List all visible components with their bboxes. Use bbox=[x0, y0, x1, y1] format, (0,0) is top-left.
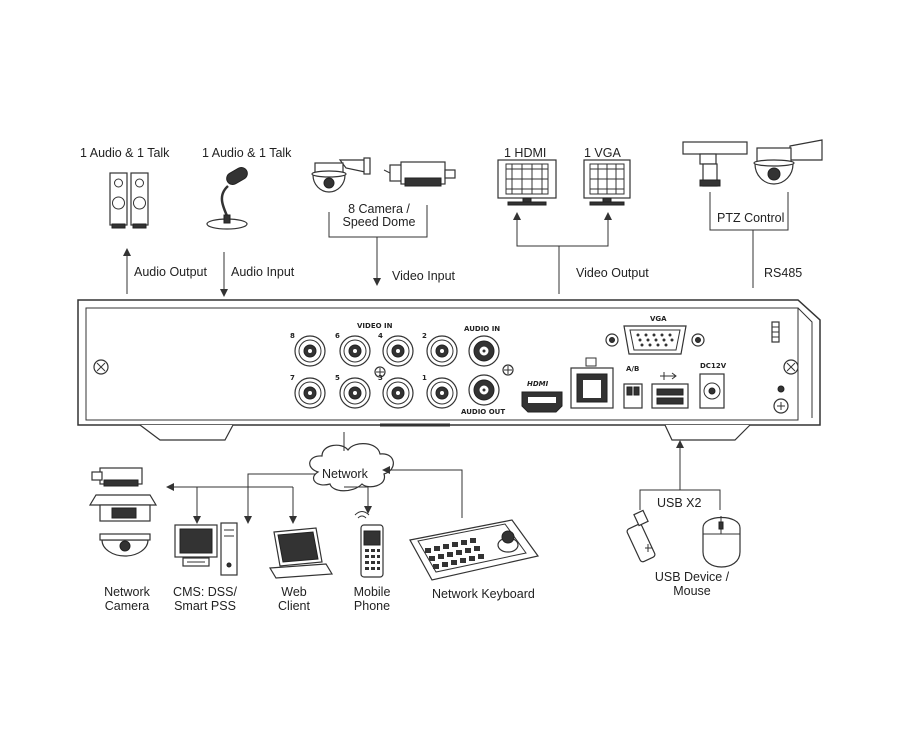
dc-port-label: DC12V bbox=[700, 362, 727, 370]
video-output-label: Video Output bbox=[576, 266, 649, 280]
vga-port-label: VGA bbox=[650, 315, 667, 323]
bnc-number-2: 2 bbox=[422, 332, 427, 340]
speaker-icon bbox=[109, 172, 149, 229]
rs485-label: RS485 bbox=[764, 266, 803, 280]
audio-output-label: Audio Output bbox=[134, 265, 207, 279]
bnc-video-in-group bbox=[294, 335, 458, 409]
usb-device-label-1: USB Device / bbox=[654, 570, 730, 584]
lan-port bbox=[570, 357, 614, 409]
network-keyboard-label: Network Keyboard bbox=[432, 587, 535, 601]
dvr-back-panel bbox=[77, 299, 821, 441]
audio-input-label: Audio Input bbox=[231, 265, 295, 279]
usb-x2-label: USB X2 bbox=[657, 496, 702, 510]
vga-port bbox=[605, 325, 705, 355]
web-client-label-2: Client bbox=[278, 599, 310, 613]
audio-in-port-label: AUDIO IN bbox=[464, 325, 501, 333]
mobile-phone-icon bbox=[354, 511, 384, 578]
hdmi-port bbox=[521, 391, 563, 413]
network-cloud bbox=[309, 443, 394, 492]
bnc-number-7: 7 bbox=[290, 374, 295, 382]
ptz-dome-icon bbox=[753, 139, 823, 185]
ab-port-label: A/B bbox=[626, 365, 640, 373]
usb-ports bbox=[651, 372, 689, 409]
network-keyboard-icon bbox=[409, 519, 540, 581]
bnc-number-1: 1 bbox=[422, 374, 427, 382]
vga-label: 1 VGA bbox=[584, 146, 621, 160]
usb-stick-icon bbox=[626, 509, 656, 563]
laptop-icon bbox=[268, 527, 334, 579]
video-in-port-label: VIDEO IN bbox=[357, 322, 393, 330]
hdmi-port-label: HDMI bbox=[527, 380, 549, 388]
cms-label-2: Smart PSS bbox=[174, 599, 236, 613]
microphone-icon bbox=[206, 167, 248, 230]
bnc-number-4: 4 bbox=[378, 332, 383, 340]
audio-talk-label-1: 1 Audio & 1 Talk bbox=[80, 146, 170, 160]
box-camera-icon bbox=[383, 161, 456, 187]
video-input-label: Video Input bbox=[392, 269, 456, 283]
camera-label-line2: Speed Dome bbox=[342, 215, 416, 229]
bnc-number-6: 6 bbox=[335, 332, 340, 340]
hdmi-monitor-icon bbox=[497, 159, 557, 206]
ptz-camera-icon bbox=[682, 141, 748, 187]
rs485-terminal bbox=[623, 383, 643, 409]
rca-audio-group bbox=[468, 335, 514, 406]
bnc-number-8: 8 bbox=[290, 332, 295, 340]
web-client-label-1: Web bbox=[281, 585, 307, 599]
hdmi-label: 1 HDMI bbox=[504, 146, 547, 160]
bnc-number-5: 5 bbox=[335, 374, 340, 382]
vga-monitor-icon bbox=[583, 159, 631, 206]
dc-power-port bbox=[699, 373, 725, 409]
speed-dome-icon bbox=[311, 157, 371, 193]
camera-label-line1: 8 Camera / bbox=[348, 202, 410, 216]
network-label: Network bbox=[322, 467, 368, 481]
network-camera-label-2: Camera bbox=[104, 599, 150, 613]
audio-talk-label-2: 1 Audio & 1 Talk bbox=[202, 146, 292, 160]
bnc-number-3: 3 bbox=[378, 374, 383, 382]
mobile-phone-label-2: Phone bbox=[353, 599, 391, 613]
audio-out-port-label: AUDIO OUT bbox=[461, 408, 506, 416]
mobile-phone-label-1: Mobile bbox=[353, 585, 391, 599]
usb-device-label-2: Mouse bbox=[673, 584, 711, 598]
desktop-pc-icon bbox=[174, 522, 238, 576]
network-camera-icon bbox=[88, 467, 158, 557]
ptz-control-label: PTZ Control bbox=[717, 211, 785, 225]
mouse-icon bbox=[702, 516, 741, 568]
cms-label-1: CMS: DSS/ bbox=[173, 585, 237, 599]
network-camera-label-1: Network bbox=[104, 585, 150, 599]
